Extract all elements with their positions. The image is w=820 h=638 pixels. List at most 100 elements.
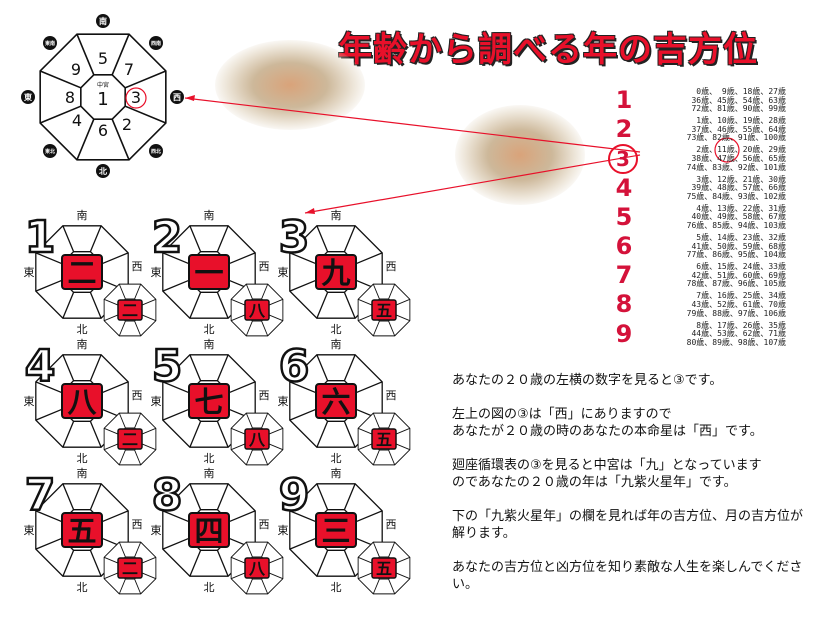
cell-NE: 7 <box>124 60 134 79</box>
direction-label-top: 南 <box>99 16 107 26</box>
label-south: 南 <box>77 467 88 480</box>
center-label: 中宮 <box>97 81 109 89</box>
diagram-number: 5 <box>152 341 183 392</box>
direction-badge-left <box>21 90 35 104</box>
small-star-badge <box>371 428 397 450</box>
direction-label-topleft: 東南 <box>45 40 55 47</box>
arrow-head <box>305 208 315 214</box>
age-line: 0歳、 9歳、18歳、27歳 <box>696 87 786 96</box>
dragon-illustration-right <box>455 105 585 205</box>
explanation-text: あなたの２０歳の左横の数字を見ると③です。左上の図の③は「西」にありますので あ… <box>452 372 812 610</box>
label-east: 東 <box>278 395 289 408</box>
direction-badge-bottomright <box>149 144 163 158</box>
age-line: 39歳、48歳、57歳、66歳 <box>691 183 786 193</box>
cell-N: 5 <box>98 49 108 68</box>
label-north: 北 <box>77 323 88 336</box>
direction-badge-topright <box>149 36 163 50</box>
center-star-badge <box>61 254 103 290</box>
diagram-number: 9 <box>279 470 310 521</box>
diagram-number: 7 <box>25 470 56 521</box>
arrow-head <box>185 95 195 101</box>
label-south: 南 <box>331 209 342 222</box>
age-line: 1歳、10歳、19歳、28歳 <box>696 116 786 126</box>
direction-label-bottomleft: 東北 <box>45 148 55 155</box>
explanation-paragraph: 下の「九紫火星年」の欄を見れば年の吉方位、月の吉方位が解ります。 <box>452 509 804 541</box>
age-line: 5歳、14歳、23歳、32歳 <box>696 232 786 242</box>
cell-E: 3 <box>131 88 141 107</box>
center-star: 五 <box>67 514 96 548</box>
label-east: 東 <box>151 266 162 279</box>
small-star-badge <box>371 557 397 579</box>
center-star-badge <box>188 254 230 290</box>
small-star-badge <box>244 428 270 450</box>
label-north: 北 <box>77 452 88 465</box>
small-star: 八 <box>248 301 266 320</box>
label-west: 西 <box>259 260 270 273</box>
center-star-badge <box>315 383 357 419</box>
label-south: 南 <box>204 209 215 222</box>
age-line: 36歳、45歳、54歳、63歳 <box>691 95 786 105</box>
small-star-badge <box>117 557 143 579</box>
center-star-badge <box>188 383 230 419</box>
age-line: 42歳、51歳、60歳、69歳 <box>691 270 786 280</box>
age-line: 78歳、87歳、96歳、105歳 <box>686 279 786 289</box>
explanation-paragraph: 左上の図の③は「西」にありますので あなたが２０歳の時のあなたの本命星は「西」で… <box>452 407 763 439</box>
age-line: 75歳、84歳、93歳、102歳 <box>686 191 786 201</box>
dragon-illustration-left <box>215 40 365 130</box>
label-north: 北 <box>204 452 215 465</box>
cell-S: 6 <box>98 121 108 140</box>
label-west: 西 <box>132 260 143 273</box>
age-group-number: 3 <box>608 144 638 175</box>
center-star-badge <box>315 254 357 290</box>
direction-label-bottom: 北 <box>99 166 107 176</box>
diagram-number: 2 <box>152 212 183 263</box>
age-line: 7歳、16歳、25歳、34歳 <box>696 291 786 301</box>
age-line: 2歳、11歳、20歳、29歳 <box>696 145 786 155</box>
label-north: 北 <box>204 581 215 594</box>
label-north: 北 <box>331 581 342 594</box>
center-star-badge <box>61 383 103 419</box>
age-line: 72歳、81歳、90歳、99歳 <box>691 104 786 114</box>
age-line: 74歳、83歳、92歳、101歳 <box>686 162 786 172</box>
center-star: 七 <box>194 385 223 419</box>
label-west: 西 <box>259 518 270 531</box>
direction-label-bottomright: 西北 <box>151 148 161 155</box>
small-star: 八 <box>248 430 266 449</box>
age-group-number: 9 <box>615 319 633 348</box>
small-star-badge <box>117 299 143 321</box>
age-line: 80歳、89歳、98歳、107歳 <box>686 337 786 347</box>
diagram-number: 3 <box>279 212 310 263</box>
center-star: 二 <box>67 256 96 290</box>
center-star: 六 <box>321 385 350 419</box>
age-group-number: 8 <box>615 290 633 319</box>
label-east: 東 <box>24 524 35 537</box>
diagram-number: 8 <box>152 470 183 521</box>
cell-NW: 9 <box>71 60 81 79</box>
center-star: 三 <box>321 514 350 548</box>
direction-badge-bottom <box>96 164 110 178</box>
label-east: 東 <box>151 395 162 408</box>
small-star-badge <box>244 299 270 321</box>
highlight-3-circle <box>125 87 147 109</box>
explanation-paragraph: あなたの２０歳の左横の数字を見ると③です。 <box>452 373 723 388</box>
label-south: 南 <box>77 338 88 351</box>
label-north: 北 <box>204 323 215 336</box>
direction-label-left: 東 <box>24 92 32 102</box>
label-east: 東 <box>278 524 289 537</box>
label-north: 北 <box>331 323 342 336</box>
age-line: 8歳、17歳、26歳、35歳 <box>696 320 786 330</box>
